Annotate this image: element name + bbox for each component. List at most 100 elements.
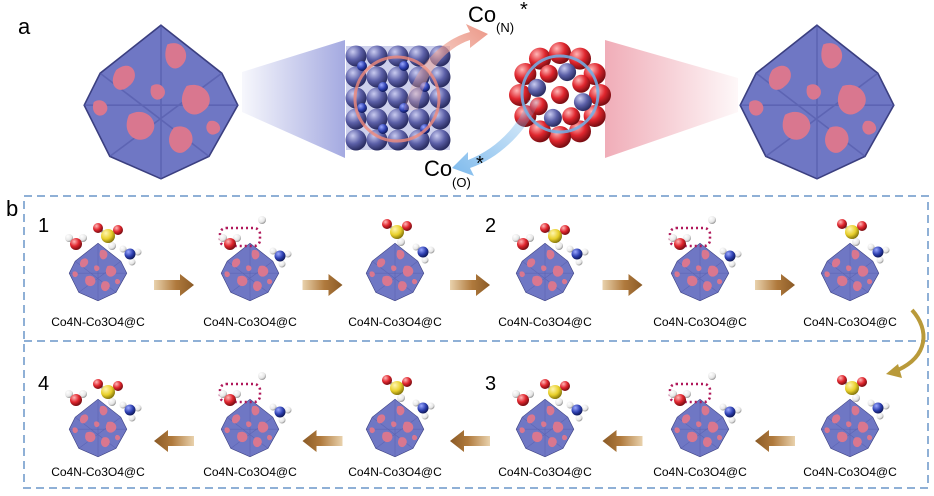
nitrogen-atom xyxy=(399,61,409,71)
panel-a-label: a xyxy=(18,14,31,39)
reaction-step-2: Co4N-Co3O4@C xyxy=(203,216,297,329)
hydrogen-atom xyxy=(728,260,736,268)
oxygen-atom xyxy=(551,86,569,104)
sulfur-atom xyxy=(845,381,859,395)
particle-right xyxy=(739,24,895,180)
reaction-step-6: Co4N-Co3O4@C xyxy=(803,375,897,479)
adsorbate-molecules xyxy=(668,372,742,424)
oxygen-atom xyxy=(857,221,867,231)
highlight-box xyxy=(668,226,712,248)
reaction-step-3: Co4N-Co3O4@C xyxy=(348,375,442,479)
oxygen-atom xyxy=(529,120,551,143)
highlight-box xyxy=(218,226,262,248)
reaction-step-4: Co4N-Co3O4@C3 xyxy=(485,373,592,479)
cobalt-atom xyxy=(366,45,388,67)
reaction-arrow-right xyxy=(755,274,795,296)
hydrogen-atom xyxy=(575,258,583,266)
hydrogen-atom xyxy=(108,242,116,250)
hydrogen-atom xyxy=(526,234,534,242)
adsorbate-molecules xyxy=(218,216,292,268)
reaction-arrow-left xyxy=(450,430,490,452)
reaction-step-3: Co4N-Co3O4@C xyxy=(348,219,442,329)
oxygen-atom xyxy=(674,238,686,250)
cobalt-atom xyxy=(345,108,367,130)
oxygen-atom xyxy=(569,120,591,143)
hydrogen-atom xyxy=(128,414,136,422)
nitrogen-atom xyxy=(571,248,583,260)
adsorbate-molecules xyxy=(668,216,742,268)
hydrogen-atom xyxy=(882,246,890,254)
adsorbate-molecules xyxy=(512,379,589,422)
sweep-arrow-to-co-o xyxy=(452,100,540,176)
oxygen-atom xyxy=(224,394,236,406)
oxygen-atom xyxy=(113,381,123,391)
oxygen-atom xyxy=(402,221,412,231)
adsorbate-molecules xyxy=(837,219,890,264)
hydrogen-atom xyxy=(79,234,87,242)
nitrogen-atom xyxy=(357,61,367,71)
reaction-step-5: Co4N-Co3O4@C xyxy=(653,372,747,479)
step-number: 1 xyxy=(38,215,49,237)
oxygen-atom xyxy=(539,64,558,83)
hydrogen-atom xyxy=(728,416,736,424)
label-co-n-site: Co (N) * xyxy=(468,0,528,35)
nitrogen-atom xyxy=(124,248,136,260)
reaction-arrow-left xyxy=(602,430,643,452)
oxygen-atom xyxy=(382,375,392,385)
hydrogen-atom xyxy=(128,258,136,266)
adsorbate-molecules xyxy=(382,219,435,264)
adsorbate-molecules xyxy=(218,372,292,424)
label-co-o-site: Co (O) * xyxy=(424,153,484,190)
panel-b-label: b xyxy=(6,196,18,221)
step-number: 4 xyxy=(38,373,49,395)
catalyst-particle xyxy=(515,398,575,458)
hydrogen-atom xyxy=(258,372,266,380)
oxygen-atom xyxy=(549,126,571,148)
nitrogen-atom xyxy=(274,406,286,418)
oxygen-atom xyxy=(857,377,867,387)
hydrogen-atom xyxy=(555,242,563,250)
oxygen-atom xyxy=(562,107,581,126)
catalyst-particle xyxy=(68,242,128,302)
oxygen-atom xyxy=(113,225,123,235)
zoom-cone-right xyxy=(605,40,738,158)
hydrogen-atom xyxy=(512,234,520,242)
nitrogen-atom xyxy=(571,404,583,416)
cobalt-atom xyxy=(345,66,367,88)
hydrogen-atom xyxy=(555,398,563,406)
oxygen-atom xyxy=(517,238,529,250)
reaction-arrow-left xyxy=(755,430,795,452)
hydrogen-atom xyxy=(581,404,589,412)
hydrogen-atom xyxy=(412,243,420,251)
cobalt-atom xyxy=(366,87,388,109)
cobalt-atom xyxy=(429,129,451,151)
hydrogen-atom xyxy=(79,390,87,398)
nitrogen-atom xyxy=(872,402,884,414)
oxygen-atom xyxy=(509,84,531,106)
hydrogen-atom xyxy=(882,402,890,410)
hydrogen-atom xyxy=(719,403,727,411)
hydrogen-atom xyxy=(269,403,277,411)
adsorbate-molecules xyxy=(65,379,142,422)
catalyst-particle xyxy=(365,242,425,302)
co-o-subscript: (O) xyxy=(452,175,471,190)
sweep-arrow-to-co-n xyxy=(404,24,488,110)
structure-caption: Co4N-Co3O4@C xyxy=(51,315,145,329)
step-number: 3 xyxy=(485,373,496,395)
hydrogen-atom xyxy=(269,247,277,255)
adsorbate-molecules xyxy=(65,223,142,266)
oxygen-atom xyxy=(572,74,591,93)
reaction-step-6: Co4N-Co3O4@C xyxy=(803,219,897,329)
catalyst-particle xyxy=(820,398,880,458)
reaction-arrow-right xyxy=(450,274,490,296)
catalyst-particle xyxy=(515,242,575,302)
co-n-subscript: (N) xyxy=(496,20,514,35)
hydrogen-atom xyxy=(683,390,691,398)
oxygen-atom xyxy=(837,219,847,229)
oxygen-atom xyxy=(93,379,103,389)
hydrogen-atom xyxy=(876,412,884,420)
reaction-step-5: Co4N-Co3O4@C xyxy=(653,216,747,329)
hydrogen-atom xyxy=(719,247,727,255)
hydrogen-atom xyxy=(526,390,534,398)
